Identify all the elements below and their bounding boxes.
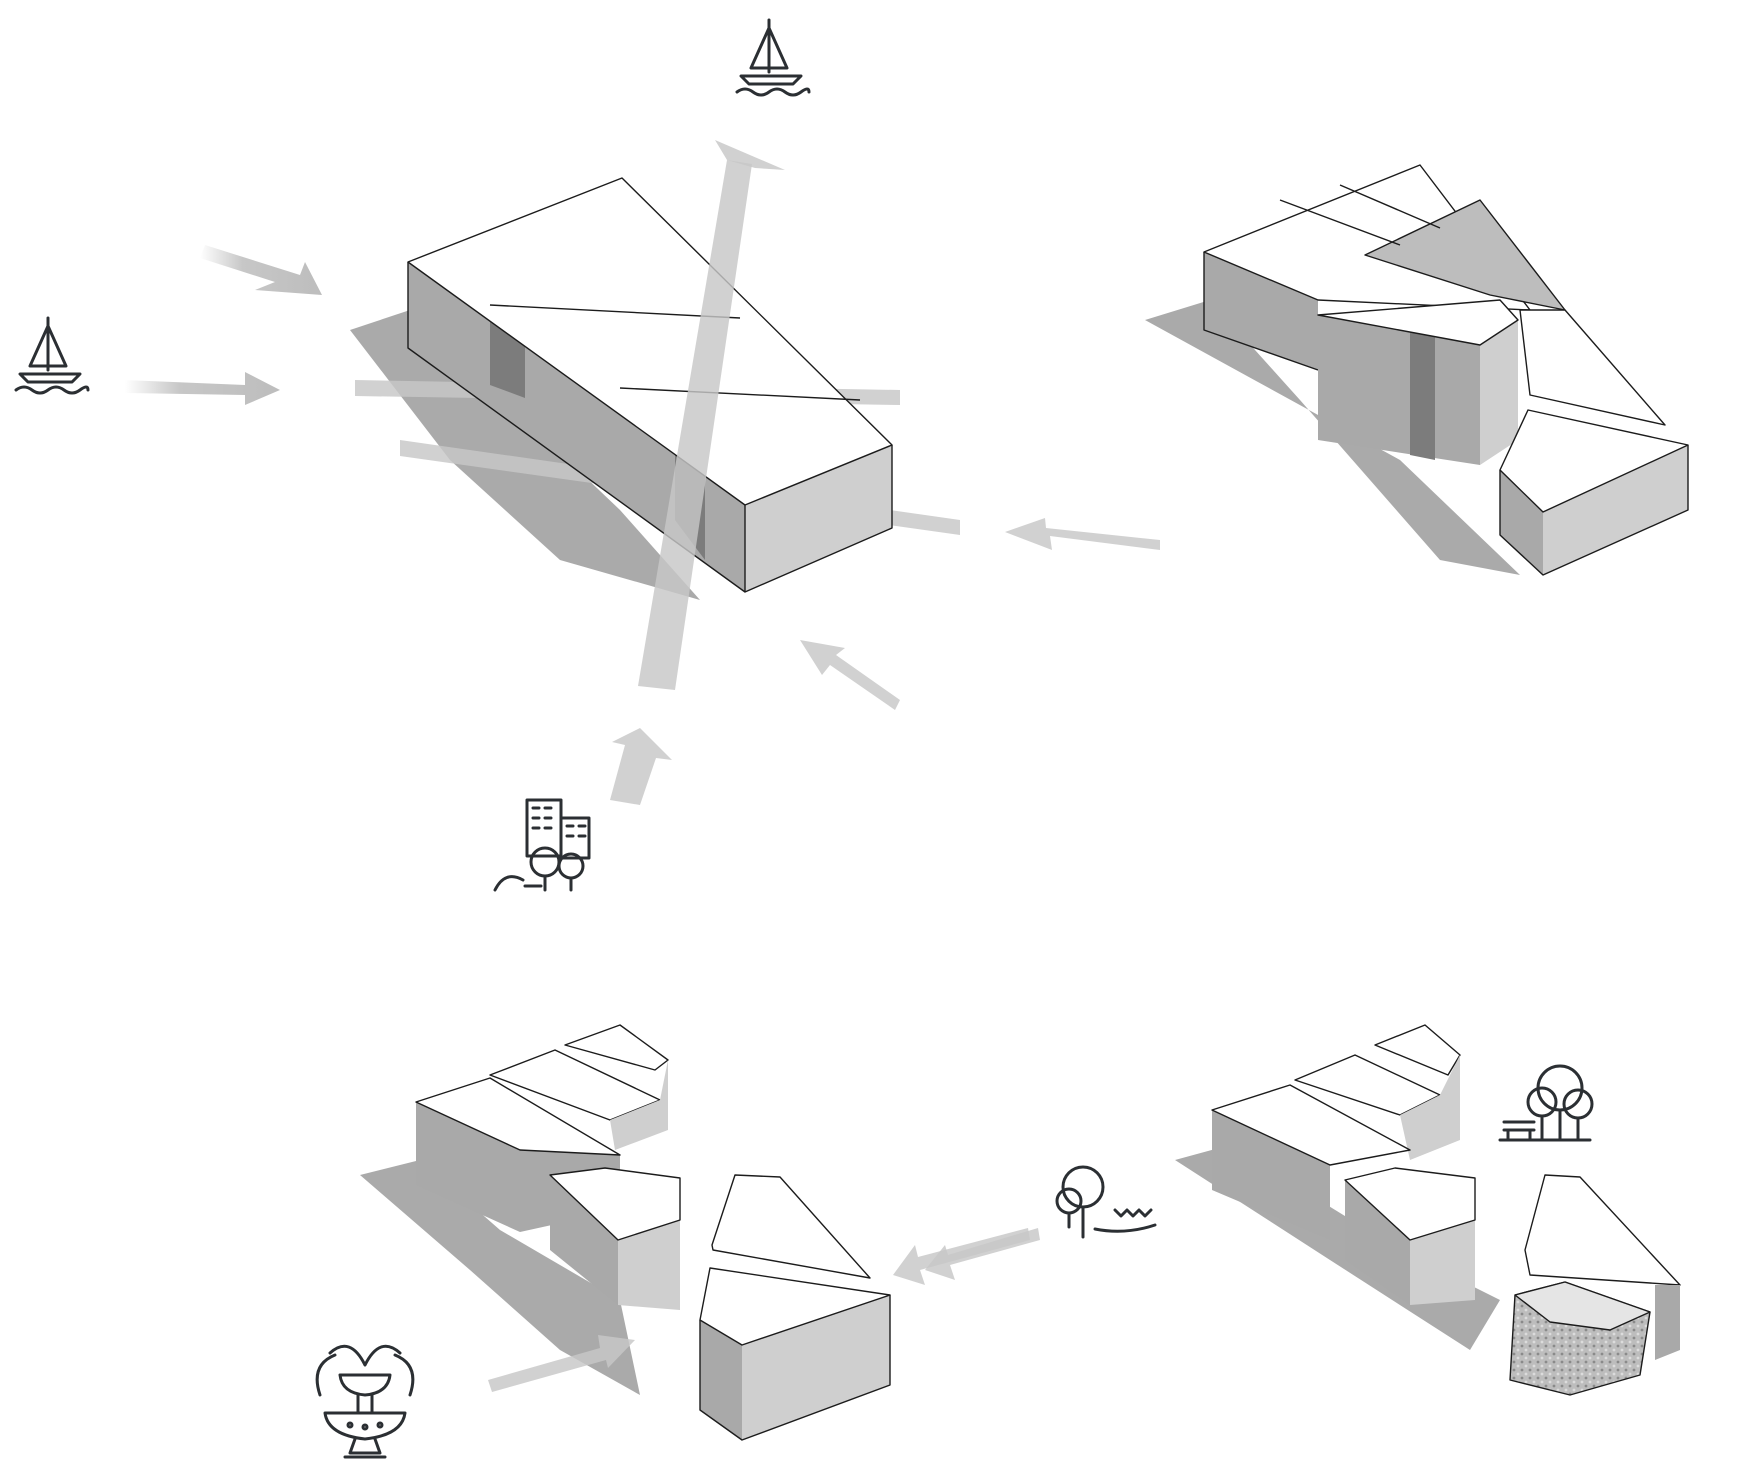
panel-landscape-terraces xyxy=(925,1025,1680,1395)
flow-arrow-northwest xyxy=(200,245,322,295)
flow-arrow-landscape xyxy=(925,1228,1040,1280)
flow-arrow-east xyxy=(1005,518,1160,550)
block-east-wall xyxy=(1655,1285,1680,1360)
flow-arrow-southeast xyxy=(800,640,900,710)
park-trees-icon xyxy=(1057,1167,1155,1237)
flow-arrow-south xyxy=(610,728,672,805)
slab-north-2 xyxy=(1375,1025,1460,1075)
flow-arrowhead-north xyxy=(715,140,785,170)
sailboat-icon xyxy=(16,318,88,393)
block-middle-cut xyxy=(1410,330,1435,460)
fountain-icon xyxy=(317,1346,413,1457)
panel-site-forces xyxy=(16,20,1160,890)
panel-cuts-and-lifts xyxy=(1145,165,1688,575)
panel-split-volumes xyxy=(317,1025,1030,1457)
city-park-icon xyxy=(495,800,589,890)
block-northeast-roof xyxy=(712,1175,870,1278)
flow-arrow-west xyxy=(125,372,280,405)
sailboat-icon xyxy=(737,20,809,95)
bench-tree-icon xyxy=(1500,1066,1592,1140)
block-east-roof xyxy=(1525,1175,1680,1285)
block-north-roof xyxy=(1520,310,1665,425)
